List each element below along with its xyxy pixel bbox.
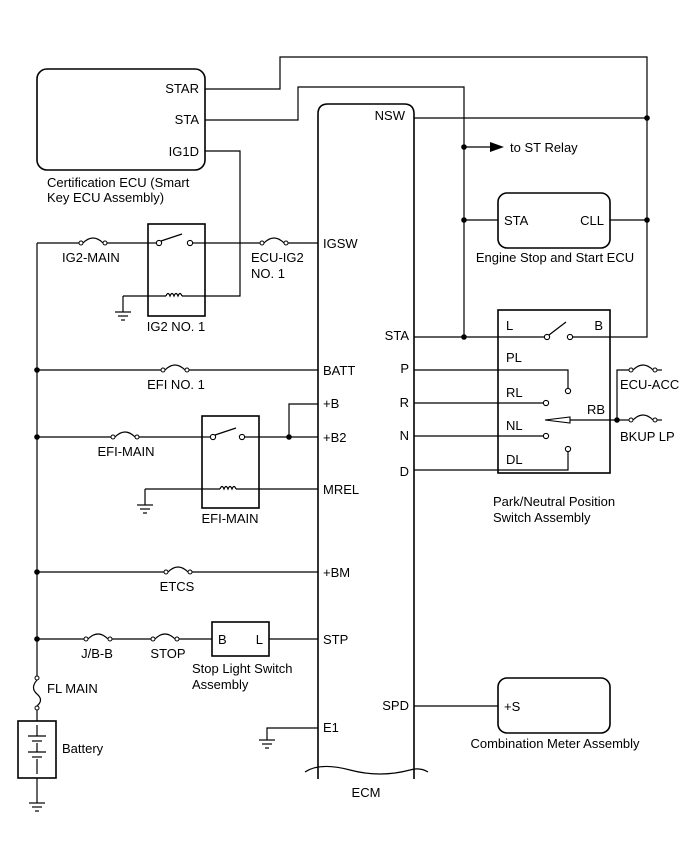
fuse-efi-main bbox=[110, 431, 202, 440]
fuse-efi-main-label: EFI-MAIN bbox=[97, 444, 154, 459]
cert-pin-ig1d: IG1D bbox=[169, 144, 199, 159]
pnp-pin-nl: NL bbox=[506, 418, 523, 433]
cert-pin-sta: STA bbox=[175, 112, 200, 127]
fuse-efi-no1-label: EFI NO. 1 bbox=[147, 377, 205, 392]
wire-star bbox=[205, 56, 648, 338]
ecm-pin-r: R bbox=[400, 395, 409, 410]
node-ecm-sta bbox=[461, 334, 467, 340]
fuse-etcs bbox=[163, 566, 318, 575]
ecm-box bbox=[317, 103, 415, 779]
relay-efi-label: EFI-MAIN bbox=[201, 511, 258, 526]
ecm-pin-p: P bbox=[400, 361, 409, 376]
e1-ground-icon bbox=[259, 739, 275, 749]
ecm-pin-stp: STP bbox=[323, 632, 348, 647]
fuse-bkup-lp-label: BKUP LP bbox=[620, 429, 675, 444]
node-plus-b bbox=[286, 434, 292, 440]
stop-switch-pin-b: B bbox=[218, 632, 227, 647]
relay-ig2-switch-icon bbox=[148, 233, 205, 247]
node-rb bbox=[614, 417, 620, 423]
ecm-label: ECM bbox=[352, 785, 381, 800]
fuse-ecu-ig2-label-1: ECU-IG2 bbox=[251, 250, 304, 265]
fuse-efi-no1 bbox=[160, 364, 318, 373]
relay-efi-coil-icon bbox=[145, 485, 318, 491]
pnp-pin-pl: PL bbox=[506, 350, 522, 365]
fuse-stop-label: STOP bbox=[150, 646, 185, 661]
fl-main-fusible-link-icon bbox=[32, 675, 42, 721]
fuse-jb-b bbox=[83, 633, 151, 642]
es-ecu-pin-sta: STA bbox=[504, 213, 529, 228]
fuse-stop bbox=[150, 633, 212, 642]
es-ecu-label: Engine Stop and Start ECU bbox=[476, 250, 634, 265]
pnp-label-1: Park/Neutral Position bbox=[493, 494, 615, 509]
ecm-pin-b: +B bbox=[323, 396, 339, 411]
relay-ig2-box bbox=[147, 223, 206, 317]
fuse-ecu-acc-label: ECU-ACC bbox=[620, 377, 679, 392]
relay-efi-box bbox=[201, 415, 260, 509]
fuse-ecu-acc bbox=[616, 364, 662, 420]
fuse-ig2-main bbox=[78, 237, 108, 246]
pnp-pin-l: L bbox=[506, 318, 513, 333]
fuse-ig2-main-label: IG2-MAIN bbox=[62, 250, 120, 265]
ecm-pin-b2: +B2 bbox=[323, 430, 347, 445]
battery-label: Battery bbox=[62, 741, 104, 756]
ecm-pin-e1: E1 bbox=[323, 720, 339, 735]
ig2-ground-icon bbox=[115, 296, 131, 321]
battery-ground-icon bbox=[29, 778, 45, 812]
pnp-pin-b: B bbox=[594, 318, 603, 333]
cert-pin-star: STAR bbox=[165, 81, 199, 96]
relay-efi-switch-icon bbox=[202, 427, 318, 441]
es-ecu-pin-cll: CLL bbox=[580, 213, 604, 228]
pnp-pin-dl: DL bbox=[506, 452, 523, 467]
stop-switch-pin-l: L bbox=[256, 632, 263, 647]
meter-label: Combination Meter Assembly bbox=[470, 736, 640, 751]
stop-switch-label-1: Stop Light Switch bbox=[192, 661, 292, 676]
cert-ecu-label-2: Key ECU Assembly) bbox=[47, 190, 164, 205]
pnp-selector-icon bbox=[414, 369, 617, 471]
ecm-pin-igsw: IGSW bbox=[323, 236, 358, 251]
wire-cert-sta bbox=[205, 86, 465, 337]
node-es-cll bbox=[644, 217, 650, 223]
node-nsw bbox=[644, 115, 650, 121]
ecm-pin-nsw: NSW bbox=[375, 108, 406, 123]
ecm-pin-batt: BATT bbox=[323, 363, 355, 378]
arrow-st-relay-icon bbox=[490, 142, 504, 152]
fuse-ecu-ig2-label-2: NO. 1 bbox=[251, 266, 285, 281]
fl-main-label: FL MAIN bbox=[47, 681, 98, 696]
wire-e1 bbox=[266, 727, 318, 740]
fuse-etcs-label: ETCS bbox=[160, 579, 195, 594]
ecm-pin-bm: +BM bbox=[323, 565, 350, 580]
node-es-sta bbox=[461, 217, 467, 223]
relay-ig2-coil-icon bbox=[123, 150, 241, 298]
ecm-pin-d: D bbox=[400, 464, 409, 479]
fuse-bkup-lp bbox=[628, 414, 662, 423]
pnp-pin-rb: RB bbox=[587, 402, 605, 417]
ecm-pin-spd: SPD bbox=[382, 698, 409, 713]
stop-switch-label-2: Assembly bbox=[192, 677, 249, 692]
pnp-label-2: Switch Assembly bbox=[493, 510, 591, 525]
meter-pin-s: +S bbox=[504, 699, 521, 714]
battery-icon bbox=[28, 725, 46, 774]
ecm-pin-sta: STA bbox=[385, 328, 410, 343]
pnp-lb-switch-icon bbox=[498, 321, 610, 341]
pnp-pin-rl: RL bbox=[506, 385, 523, 400]
cert-ecu-label-1: Certification ECU (Smart bbox=[47, 175, 190, 190]
node-st-relay bbox=[461, 144, 467, 150]
relay-ig2-label: IG2 NO. 1 bbox=[147, 319, 206, 334]
ecm-break-line bbox=[304, 765, 429, 775]
fuse-jb-b-label: J/B-B bbox=[81, 646, 113, 661]
fuse-ecu-ig2 bbox=[259, 237, 318, 246]
ecm-pin-mrel: MREL bbox=[323, 482, 359, 497]
to-st-relay-label: to ST Relay bbox=[510, 140, 578, 155]
efi-ground-icon bbox=[137, 489, 153, 514]
wire-plus-b bbox=[288, 403, 318, 437]
ecm-pin-n: N bbox=[400, 428, 409, 443]
